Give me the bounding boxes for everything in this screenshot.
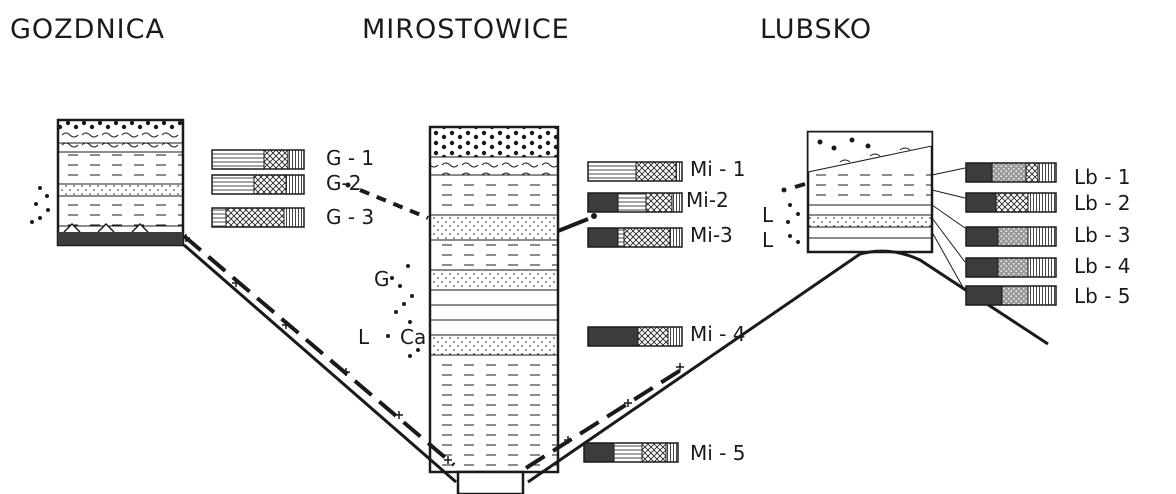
label-mi-1: Mi - 1 (690, 157, 745, 181)
label-mi-5: Mi - 5 (690, 441, 745, 465)
bar-g-2 (212, 175, 304, 194)
bar-g-1 (212, 150, 304, 169)
gozdnica-column (58, 120, 183, 245)
mirostowice-upper-column (430, 127, 558, 472)
bar-g-3 (212, 208, 304, 227)
mirostowice-markers: G L Ca (358, 264, 426, 358)
marker-g: G (374, 267, 390, 291)
bar-lb-1 (966, 163, 1056, 182)
label-lb-4: Lb - 4 (1074, 254, 1131, 278)
bar-lb-3 (966, 227, 1056, 246)
marker-l: L (358, 325, 370, 349)
label-lb-3: Lb - 3 (1074, 223, 1131, 247)
label-lb-1: Lb - 1 (1074, 165, 1131, 189)
mirostowice-lower-column (458, 472, 523, 494)
label-lb-5: Lb - 5 (1074, 284, 1131, 308)
label-mi-3: Mi-3 (690, 223, 733, 247)
bar-mi-5 (584, 443, 678, 462)
bar-mi-3 (588, 228, 682, 247)
bar-mi-2 (588, 193, 682, 212)
bar-lb-5 (966, 286, 1056, 305)
bar-mi-1 (588, 162, 682, 181)
label-g-1: G - 1 (326, 146, 374, 170)
label-mi-2: Mi-2 (686, 188, 729, 212)
label-g-2: G-2 (326, 171, 361, 195)
label-lb-2: Lb - 2 (1074, 191, 1131, 215)
bar-lb-4 (966, 258, 1056, 277)
lubsko-markers: L L (762, 203, 800, 252)
label-mi-4: Mi - 4 (690, 322, 745, 346)
gozdnica-dots (30, 186, 50, 224)
lubsko-column (808, 132, 932, 252)
marker-l-lower: L (762, 228, 774, 252)
bar-lb-2 (966, 193, 1056, 212)
bar-mi-4 (588, 327, 682, 346)
label-g-3: G - 3 (326, 205, 374, 229)
marker-l-upper: L (762, 203, 774, 227)
marker-ca: Ca (400, 325, 426, 349)
